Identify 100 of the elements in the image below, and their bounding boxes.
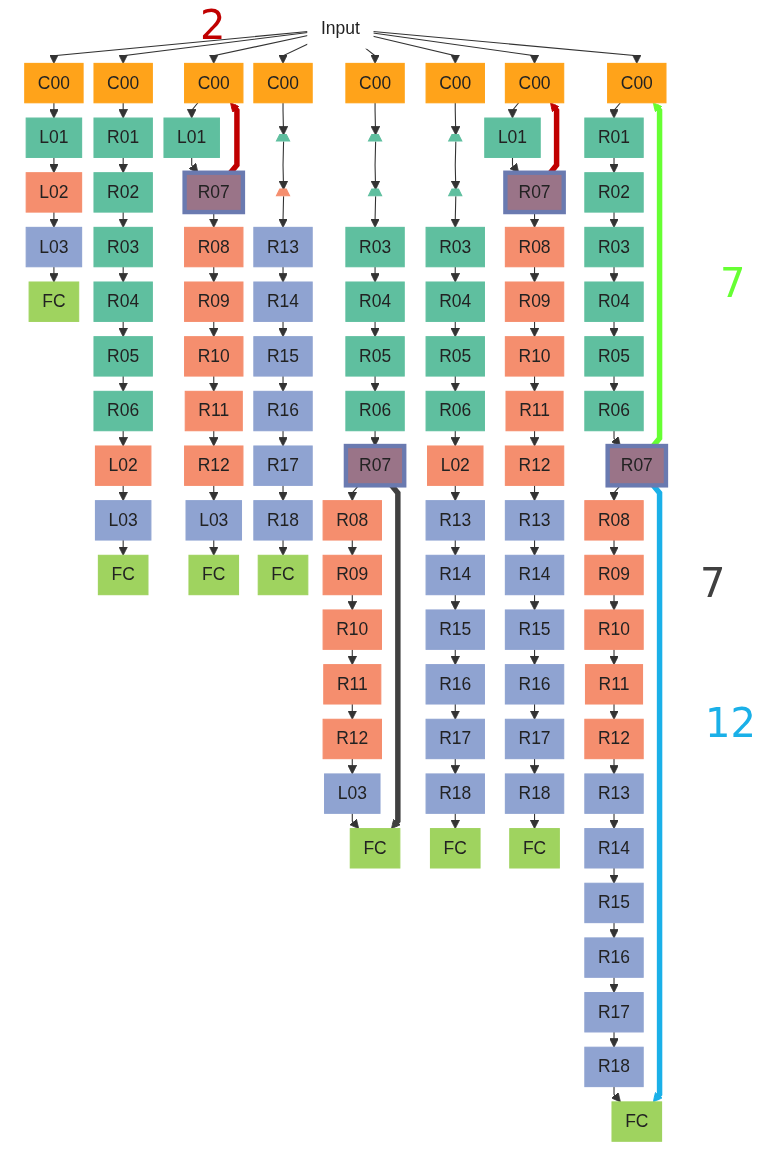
arrow (118, 430, 128, 447)
node-box: R09 (183, 281, 244, 322)
arrow (608, 922, 619, 939)
node-box: L01 (25, 117, 82, 158)
arrow (118, 375, 128, 392)
node-box (367, 133, 383, 142)
arrow (364, 47, 380, 64)
node-box: C00 (345, 62, 405, 104)
node-box: R17 (504, 718, 564, 760)
node-box: FC (188, 554, 239, 596)
node-box: R12 (183, 445, 244, 486)
arrow (529, 430, 539, 447)
arrow (278, 141, 288, 191)
node-box: R12 (322, 718, 382, 760)
arrow (370, 141, 380, 191)
node-box (275, 133, 291, 142)
node-box: C00 (606, 62, 667, 104)
node-box (447, 188, 463, 197)
node-box: FC (429, 828, 481, 869)
node-box: R01 (93, 117, 153, 158)
arrow (277, 320, 288, 338)
node-box: R11 (584, 664, 643, 705)
node-box: C00 (93, 62, 153, 104)
arrow (529, 375, 539, 392)
node-box: R10 (583, 609, 644, 650)
arrow (277, 430, 288, 447)
arrow (347, 648, 357, 666)
arrow (450, 812, 460, 830)
node-box: R13 (252, 226, 313, 268)
node-box: R15 (504, 609, 564, 650)
node-box: FC (508, 828, 560, 869)
arrow (450, 141, 461, 191)
node-box (447, 133, 463, 142)
node-box: R05 (583, 336, 644, 377)
arrow (347, 539, 357, 556)
node-box: FC (611, 1101, 662, 1142)
arrow (529, 594, 539, 611)
arrow (608, 102, 621, 119)
node-box: R12 (504, 445, 564, 486)
node-box: R08 (322, 500, 382, 541)
node-box: R02 (93, 172, 153, 213)
node-box: R14 (425, 554, 485, 596)
arrow (450, 320, 460, 338)
arrow (450, 484, 460, 502)
node-box: R16 (252, 390, 313, 432)
node-box: R01 (583, 117, 644, 158)
node-box: R06 (425, 390, 485, 432)
arrow (48, 156, 59, 174)
arrow (529, 484, 539, 502)
annotation-number: 7 (720, 260, 746, 306)
node-box: R04 (93, 281, 153, 322)
node-box: R02 (583, 172, 644, 213)
arrow (186, 102, 199, 119)
arrow (118, 539, 128, 556)
node-box: R03 (583, 226, 644, 268)
arrow (529, 266, 539, 283)
node-box: C00 (252, 62, 313, 104)
node-box: R14 (504, 554, 564, 596)
arrow (529, 758, 539, 775)
node-box: R17 (425, 718, 485, 760)
node-box: L03 (185, 500, 242, 541)
arrow (208, 375, 219, 392)
arrow (208, 430, 219, 447)
arrow (608, 976, 619, 993)
node-box: FC (28, 281, 79, 322)
node-box: C00 (504, 62, 564, 104)
arrow (610, 1086, 621, 1103)
arrow (608, 812, 619, 830)
arrow (208, 484, 219, 502)
node-box: R16 (504, 664, 564, 705)
node-box: R06 (583, 390, 644, 432)
node-box: R10 (504, 336, 564, 377)
node-box: R07 (343, 443, 407, 488)
node-box: L03 (25, 226, 82, 268)
node-box: R03 (93, 226, 153, 268)
arrow (450, 430, 460, 447)
node-box: C00 (183, 62, 244, 104)
node-box: R14 (583, 828, 644, 869)
node-box: C00 (23, 62, 84, 104)
node-box: C00 (425, 62, 485, 104)
arrow (118, 320, 128, 338)
arrow (118, 266, 128, 283)
arrow (507, 102, 519, 119)
node-box: R11 (184, 390, 243, 432)
arrow (529, 320, 539, 338)
arrow (608, 867, 619, 884)
node-box: L01 (483, 117, 541, 158)
annotation-number: 12 (705, 700, 756, 746)
node-box: R12 (583, 718, 644, 760)
arrow (347, 703, 357, 720)
node-box: R06 (345, 390, 405, 432)
node-box: L02 (25, 172, 82, 213)
arrow (118, 484, 128, 502)
arrow (450, 594, 460, 611)
node-box: R08 (583, 500, 644, 541)
arrow (450, 539, 460, 556)
arrow (529, 812, 539, 830)
arrow (208, 266, 219, 283)
arrow (208, 320, 219, 338)
arrow (529, 703, 539, 720)
